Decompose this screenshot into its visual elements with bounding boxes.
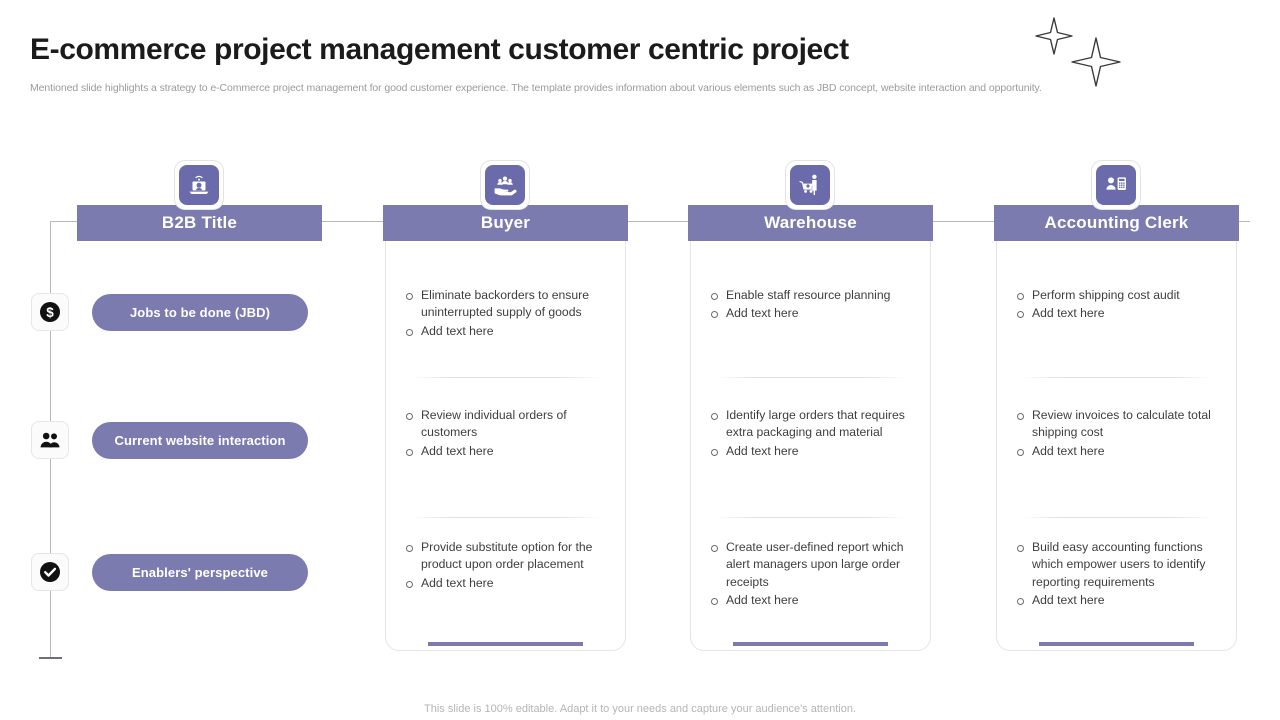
list-item: Add text here bbox=[705, 305, 919, 322]
card-divider bbox=[411, 377, 601, 378]
step-pill-jobs-to-be-done[interactable]: Jobs to be done (JBD) bbox=[92, 294, 308, 331]
column-header-accounting-clerk[interactable]: Accounting Clerk bbox=[994, 205, 1239, 241]
list-item: Add text here bbox=[400, 443, 614, 460]
list-item: Perform shipping cost audit bbox=[1011, 287, 1225, 304]
step-pill-label: Enablers' perspective bbox=[132, 565, 268, 580]
column-icon-buyer bbox=[480, 160, 530, 210]
card-divider bbox=[716, 377, 906, 378]
column-header-label: Buyer bbox=[480, 213, 531, 232]
bullet-list: Identify large orders that requires extr… bbox=[705, 407, 919, 460]
connector-horizontal-line bbox=[50, 221, 1250, 222]
card-buyer[interactable]: Eliminate backorders to ensure uninterru… bbox=[385, 228, 626, 651]
bullet-list: Create user-defined report which alert m… bbox=[705, 539, 919, 610]
step-pill-label: Jobs to be done (JBD) bbox=[129, 305, 271, 320]
hand-holding-people-icon bbox=[485, 165, 525, 205]
list-item: Identify large orders that requires extr… bbox=[705, 407, 919, 442]
card-divider bbox=[1022, 517, 1212, 518]
page-title: E-commerce project management customer c… bbox=[30, 33, 849, 66]
list-item: Provide substitute option for the produc… bbox=[400, 539, 614, 574]
bullet-list: Build easy accounting functions which em… bbox=[1011, 539, 1225, 610]
column-icon-warehouse bbox=[785, 160, 835, 210]
list-item: Add text here bbox=[1011, 443, 1225, 460]
footer-note: This slide is 100% editable. Adapt it to… bbox=[424, 703, 856, 715]
step-icon-jobs-to-be-done: $ bbox=[31, 293, 69, 331]
step-icon-enablers-perspective bbox=[31, 553, 69, 591]
column-header-label: B2B Title bbox=[161, 213, 238, 232]
list-item: Build easy accounting functions which em… bbox=[1011, 539, 1225, 591]
check-circle-icon bbox=[40, 562, 60, 582]
person-pushing-cart-icon bbox=[790, 165, 830, 205]
card-group: Review individual orders of customers Ad… bbox=[400, 407, 614, 461]
card-warehouse[interactable]: Enable staff resource planning Add text … bbox=[690, 228, 931, 651]
step-icon-current-website-interaction bbox=[31, 421, 69, 459]
column-header-b2b[interactable]: B2B Title bbox=[77, 205, 322, 241]
list-item: Add text here bbox=[400, 323, 614, 340]
person-calculator-icon bbox=[1096, 165, 1136, 205]
card-accent-bar bbox=[428, 642, 583, 646]
card-divider bbox=[1022, 377, 1212, 378]
list-item: Add text here bbox=[705, 592, 919, 609]
card-accounting-clerk[interactable]: Perform shipping cost audit Add text her… bbox=[996, 228, 1237, 651]
list-item: Eliminate backorders to ensure uninterru… bbox=[400, 287, 614, 322]
card-group: Build easy accounting functions which em… bbox=[1011, 539, 1225, 611]
bullet-list: Eliminate backorders to ensure uninterru… bbox=[400, 287, 614, 340]
card-divider bbox=[411, 517, 601, 518]
card-group: Enable staff resource planning Add text … bbox=[705, 287, 919, 324]
list-item: Add text here bbox=[705, 443, 919, 460]
column-header-warehouse[interactable]: Warehouse bbox=[688, 205, 933, 241]
list-item: Add text here bbox=[1011, 592, 1225, 609]
card-group: Eliminate backorders to ensure uninterru… bbox=[400, 287, 614, 341]
card-group: Identify large orders that requires extr… bbox=[705, 407, 919, 461]
step-pill-enablers-perspective[interactable]: Enablers' perspective bbox=[92, 554, 308, 591]
card-group: Create user-defined report which alert m… bbox=[705, 539, 919, 611]
two-people-icon bbox=[40, 432, 60, 448]
column-icon-accounting-clerk bbox=[1091, 160, 1141, 210]
four-point-star-icon bbox=[1026, 14, 1136, 92]
list-item: Create user-defined report which alert m… bbox=[705, 539, 919, 591]
column-icon-b2b bbox=[174, 160, 224, 210]
list-item: Review individual orders of customers bbox=[400, 407, 614, 442]
card-accent-bar bbox=[1039, 642, 1194, 646]
list-item: Add text here bbox=[400, 575, 614, 592]
card-group: Provide substitute option for the produc… bbox=[400, 539, 614, 593]
card-divider bbox=[716, 517, 906, 518]
connector-end-cap bbox=[39, 657, 62, 659]
list-item: Enable staff resource planning bbox=[705, 287, 919, 304]
bullet-list: Perform shipping cost audit Add text her… bbox=[1011, 287, 1225, 323]
bullet-list: Provide substitute option for the produc… bbox=[400, 539, 614, 592]
column-header-label: Accounting Clerk bbox=[1044, 213, 1189, 232]
dollar-circle-icon: $ bbox=[40, 302, 60, 322]
card-accent-bar bbox=[733, 642, 888, 646]
svg-text:$: $ bbox=[46, 305, 54, 320]
step-pill-current-website-interaction[interactable]: Current website interaction bbox=[92, 422, 308, 459]
bullet-list: Review individual orders of customers Ad… bbox=[400, 407, 614, 460]
list-item: Add text here bbox=[1011, 305, 1225, 322]
page-subtitle: Mentioned slide highlights a strategy to… bbox=[30, 82, 1042, 94]
card-group: Review invoices to calculate total shipp… bbox=[1011, 407, 1225, 461]
card-group: Perform shipping cost audit Add text her… bbox=[1011, 287, 1225, 324]
column-header-buyer[interactable]: Buyer bbox=[383, 205, 628, 241]
bullet-list: Review invoices to calculate total shipp… bbox=[1011, 407, 1225, 460]
column-header-label: Warehouse bbox=[764, 213, 857, 232]
list-item: Review invoices to calculate total shipp… bbox=[1011, 407, 1225, 442]
laptop-video-call-icon bbox=[179, 165, 219, 205]
step-pill-label: Current website interaction bbox=[114, 433, 286, 448]
bullet-list: Enable staff resource planning Add text … bbox=[705, 287, 919, 323]
